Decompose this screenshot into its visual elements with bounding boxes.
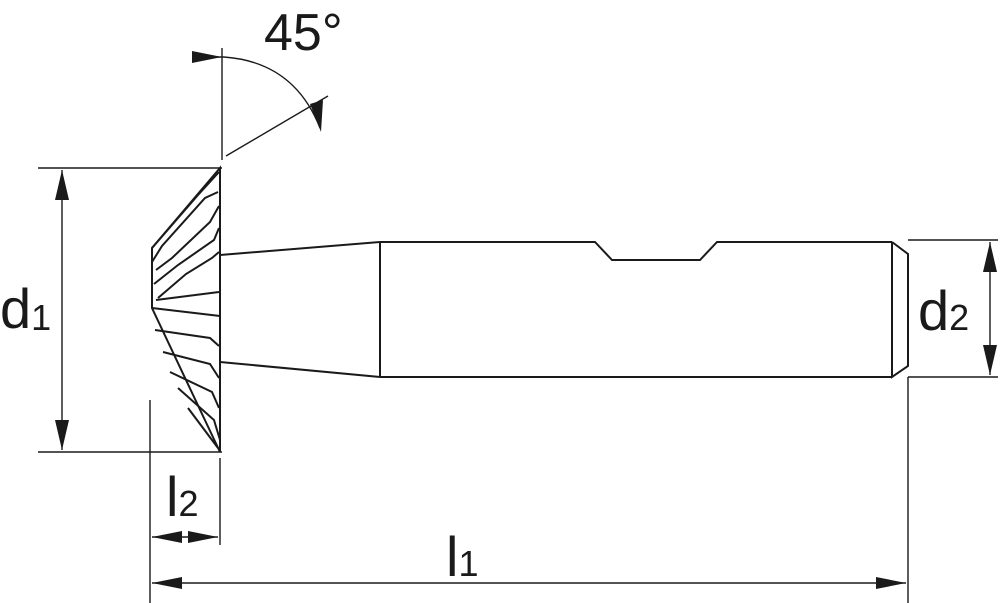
l2-label: l2	[166, 465, 198, 528]
d1-arrow-top	[55, 170, 69, 200]
l1-label: l1	[446, 525, 478, 588]
cutter-neck	[219, 241, 381, 378]
shank-top-edge-with-flat	[380, 241, 892, 261]
flute-line-upper-3	[155, 205, 220, 271]
dimension-l2: l2	[149, 400, 221, 603]
l1-arrow-right	[876, 577, 906, 589]
angle-arrow-left	[192, 51, 222, 63]
shank-chamfer-end	[891, 241, 909, 379]
dimension-angle: 45°	[192, 4, 343, 160]
flute-line-lower-1	[151, 307, 221, 317]
l1-arrow-left	[152, 577, 182, 589]
flute-line-upper-2	[151, 191, 219, 263]
neck-bottom-edge	[219, 361, 381, 378]
flute-line-upper-1	[151, 171, 220, 249]
flute-line-lower-5	[177, 387, 221, 441]
neck-top-edge	[219, 241, 381, 256]
d2-label: d2	[918, 279, 969, 342]
dimension-l1: l1	[152, 377, 909, 603]
l2-arrow-right	[188, 531, 218, 543]
flute-line-lower-6	[187, 407, 219, 449]
l2-arrow-left	[152, 531, 182, 543]
angle-label: 45°	[264, 4, 343, 62]
d1-label: d1	[0, 277, 51, 340]
flute-line-upper-5	[157, 251, 220, 299]
flute-line-lower-2	[154, 329, 220, 347]
cutter-head	[151, 165, 221, 453]
flute-line-upper-4	[153, 227, 220, 285]
flute-line-upper-6	[155, 291, 220, 301]
dimension-d2: d2	[908, 239, 998, 378]
d2-arrow-bottom	[983, 345, 997, 375]
flute-line-lower-3	[162, 351, 220, 379]
d2-arrow-top	[983, 242, 997, 272]
d1-arrow-bottom	[55, 420, 69, 450]
flute-line-lower-4	[169, 371, 220, 409]
angle-arc	[223, 56, 321, 129]
cutter-shank	[379, 241, 909, 379]
angle-arrow-right	[310, 100, 323, 132]
dimension-d1: d1	[0, 167, 222, 453]
